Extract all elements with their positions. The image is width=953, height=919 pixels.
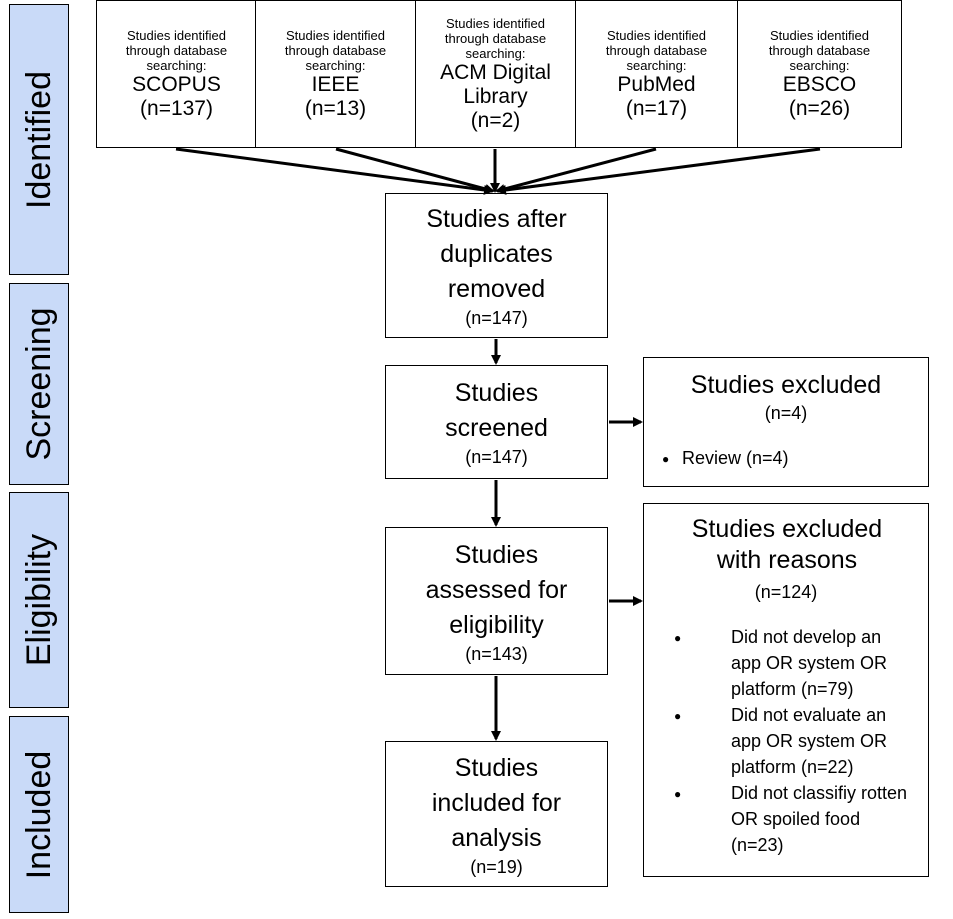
source-name: EBSCO (782, 72, 857, 96)
source-count: (n=13) (304, 96, 367, 120)
box-count: (n=143) (465, 643, 528, 664)
phase-bar-screening: Screening (9, 283, 69, 485)
source-count: (n=17) (625, 96, 688, 120)
arrow-scopus-to-duplicates (175, 147, 494, 195)
box-label: Studies included for analysis (431, 753, 562, 852)
source-name: SCOPUS (132, 72, 221, 96)
source-count: (n=137) (140, 96, 213, 120)
excluded-title: Studies excluded (690, 371, 882, 399)
excluded-reason-list: Review (n=4) (644, 445, 928, 472)
excluded-count: (n=124) (754, 582, 818, 602)
source-prefix: Studies identified through database sear… (768, 27, 871, 73)
excluded-reason-list: Did not develop an app OR system OR plat… (644, 624, 928, 858)
arrow-ebsco-to-duplicates (496, 147, 821, 195)
source-box-acm: Studies identified through database sear… (415, 0, 576, 148)
source-name: ACM Digital Library (440, 60, 551, 108)
source-prefix: Studies identified through database sear… (605, 27, 708, 73)
source-name: PubMed (617, 72, 696, 96)
phase-bar-identified: Identified (9, 4, 69, 275)
source-box-ieee: Studies identified through database sear… (255, 0, 416, 148)
excluded-screening-box: Studies excluded (n=4) Review (n=4) (643, 357, 929, 487)
arrow-ieee-to-duplicates (335, 147, 495, 194)
source-name: IEEE (311, 72, 360, 96)
excluded-count: (n=4) (764, 403, 808, 423)
source-prefix: Studies identified through database sear… (284, 27, 387, 73)
duplicates-removed-box: Studies after duplicates removed (n=147) (385, 193, 608, 338)
phase-bar-included: Included (9, 716, 69, 913)
source-count: (n=2) (470, 108, 521, 132)
source-prefix: Studies identified through database sear… (125, 27, 228, 73)
reason-item: Did not classifiy rotten OR spoiled food… (674, 780, 908, 858)
reason-item: Review (n=4) (644, 445, 928, 472)
source-prefix: Studies identified through database sear… (444, 15, 547, 61)
source-count: (n=26) (788, 96, 851, 120)
box-count: (n=147) (465, 308, 528, 328)
source-box-pubmed: Studies identified through database sear… (575, 0, 738, 148)
box-label: Studies assessed for eligibility (425, 540, 568, 639)
excluded-title: Studies excluded with reasons (691, 515, 883, 574)
screened-box: Studies screened (n=147) (385, 365, 608, 479)
box-label: Studies after duplicates removed (426, 205, 567, 303)
reason-item: Did not develop an app OR system OR plat… (674, 624, 908, 702)
source-box-scopus: Studies identified through database sear… (96, 0, 257, 148)
assessed-box: Studies assessed for eligibility (n=143) (385, 527, 608, 675)
arrow-pubmed-to-duplicates (495, 147, 657, 194)
box-count: (n=19) (470, 856, 523, 877)
box-count: (n=147) (465, 447, 528, 467)
box-label: Studies screened (445, 379, 548, 442)
excluded-eligibility-box: Studies excluded with reasons (n=124) Di… (643, 503, 929, 877)
reason-item: Did not evaluate an app OR system OR pla… (674, 702, 908, 780)
source-box-ebsco: Studies identified through database sear… (737, 0, 902, 148)
phase-bar-eligibility: Eligibility (9, 492, 69, 708)
included-box: Studies included for analysis (n=19) (385, 741, 608, 887)
